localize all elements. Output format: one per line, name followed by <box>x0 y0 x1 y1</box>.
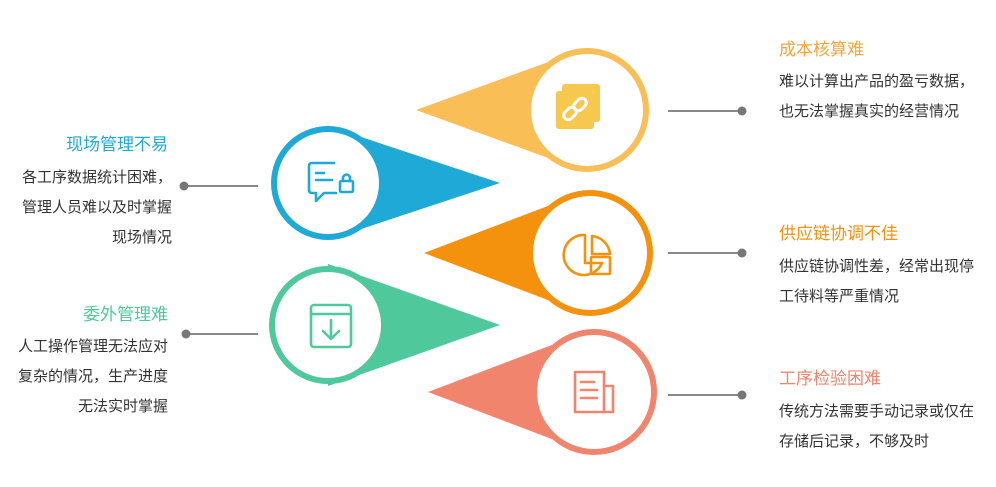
item-salmon <box>428 329 747 455</box>
salmon-connector-dot <box>737 390 747 400</box>
blue-inner-circle <box>277 132 379 234</box>
salmon-description: 传统方法需要手动记录或仅在 存储后记录，不够及时 <box>779 396 974 456</box>
chat-lock-icon <box>307 161 355 203</box>
link-icon <box>556 84 600 129</box>
item-green <box>181 264 500 386</box>
download-box-icon <box>309 303 353 349</box>
blue-line-1: 各工序数据统计困难， <box>21 168 172 186</box>
salmon-line-1: 传统方法需要手动记录或仅在 <box>779 402 975 420</box>
orange-line-1: 供应链协调性差，经常出现停 <box>779 257 975 275</box>
yellow-line-2: 也无法掌握真实的经营情况 <box>779 102 960 120</box>
orange-description: 供应链协调性差，经常出现停 工待料等严重情况 <box>779 251 974 311</box>
salmon-line-2: 存储后记录，不够及时 <box>779 432 930 450</box>
yellow-line-1: 难以计算出产品的盈亏数据， <box>779 72 975 90</box>
orange-line-2: 工待料等严重情况 <box>779 287 900 305</box>
orange-inner-circle <box>533 196 647 310</box>
salmon-inner-circle <box>537 335 651 449</box>
orange-connector-dot <box>737 248 747 258</box>
document-icon <box>573 370 615 414</box>
yellow-title: 成本核算难 <box>779 40 864 60</box>
green-description: 人工操作管理无法应对 复杂的情况，生产进度 无法实时掌握 <box>18 331 168 421</box>
green-inner-circle <box>275 272 381 378</box>
item-blue <box>179 126 500 240</box>
blue-line-3: 现场情况 <box>111 228 172 246</box>
yellow-connector-dot <box>737 106 747 116</box>
orange-title: 供应链协调不佳 <box>779 224 898 244</box>
green-line-3: 无法实时掌握 <box>77 397 168 415</box>
blue-description: 各工序数据统计困难， 管理人员难以及时掌握 现场情况 <box>22 162 172 252</box>
pie-chart-icon <box>562 233 612 277</box>
yellow-description: 难以计算出产品的盈亏数据， 也无法掌握真实的经营情况 <box>779 66 974 126</box>
green-line-2: 复杂的情况，生产进度 <box>17 367 168 385</box>
green-connector-dot <box>181 329 191 339</box>
blue-connector-dot <box>179 181 189 191</box>
item-orange <box>424 190 747 316</box>
green-line-1: 人工操作管理无法应对 <box>17 337 168 355</box>
item-yellow <box>416 48 747 172</box>
salmon-title: 工序检验困难 <box>779 369 881 389</box>
blue-line-2: 管理人员难以及时掌握 <box>21 198 172 216</box>
green-title: 委外管理难 <box>83 305 168 325</box>
blue-title: 现场管理不易 <box>66 135 168 155</box>
